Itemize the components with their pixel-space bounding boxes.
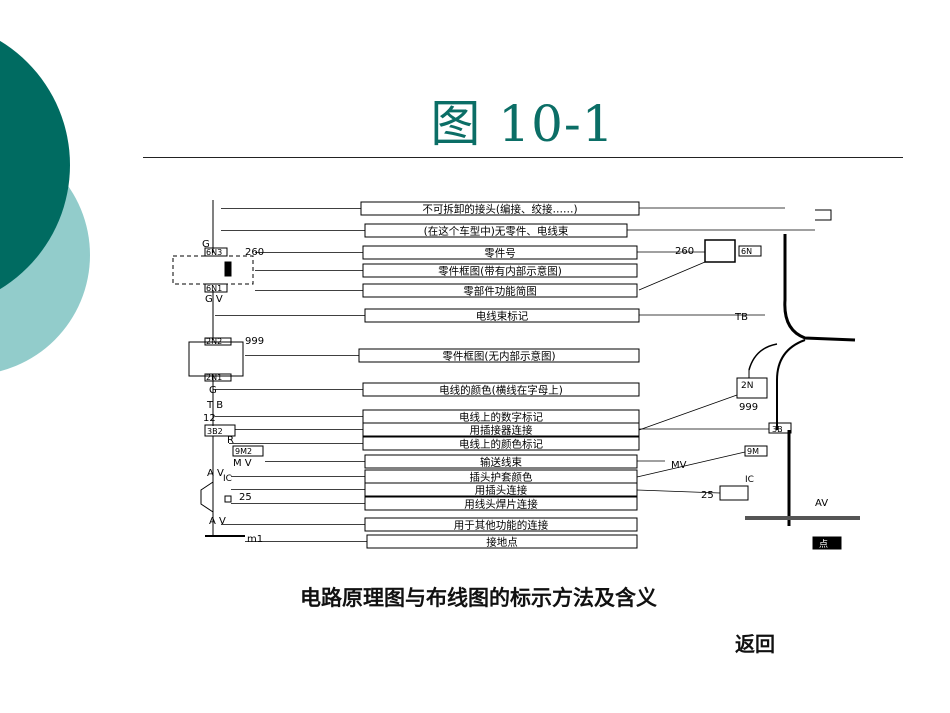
code-25-right: 25: [701, 490, 714, 501]
code-r: R: [227, 435, 234, 446]
right-connector-3b: [768, 422, 792, 434]
title-divider: [143, 157, 903, 158]
code-9m-right: 9M: [747, 447, 759, 456]
component-box-plain: [188, 341, 244, 377]
legend-label: 零件号: [484, 248, 516, 260]
legend-label: (在这个车型中)无零件、电线束: [424, 225, 569, 238]
connector-6n3: [204, 247, 228, 257]
right-open-connector: [815, 209, 832, 221]
code-g-2: G: [209, 385, 217, 396]
code-25-left: 25: [239, 492, 252, 503]
legend-label: 用插接器连接: [470, 424, 533, 437]
connector-2n1: [204, 373, 232, 382]
right-connector-6n: [738, 245, 762, 257]
ground-point-box: [812, 536, 842, 550]
connector-3b2: [204, 424, 236, 437]
switch-symbol: [224, 261, 232, 277]
legend-label: 电线上的数字标记: [459, 411, 543, 424]
legend-label: 接地点: [486, 536, 518, 549]
code-999-right: 999: [739, 402, 758, 413]
code-2n-right: 2N: [741, 381, 753, 391]
connector-2n2: [204, 337, 232, 346]
horn-symbol: [200, 481, 214, 513]
code-2n2: 2N2: [206, 337, 222, 346]
code-12: 12: [203, 413, 216, 424]
legend-label: 用插头连接: [475, 484, 528, 497]
right-component-260: [704, 239, 736, 263]
legend-label: 用于其他功能的连接: [454, 519, 549, 532]
legend-label: 插头护套颜色: [470, 471, 533, 484]
code-3b2: 3B2: [207, 427, 223, 436]
code-999-left: 999: [245, 336, 264, 347]
right-harness-top: [783, 234, 856, 342]
code-g-top: G: [202, 239, 210, 250]
leader-line-right: [638, 261, 706, 291]
code-2n1: 2N1: [206, 373, 222, 382]
leader-line-right: [638, 394, 738, 431]
right-connector-9m: [744, 445, 768, 457]
code-6n1: 6N1: [206, 284, 222, 293]
legend-label: 不可拆卸的接头(编接、绞接……): [422, 203, 577, 216]
solder-lug: [224, 495, 232, 503]
legend-label: 零部件功能简图: [463, 285, 537, 298]
legend-label: 电线上的颜色标记: [459, 438, 543, 451]
code-av-1: A V: [207, 468, 224, 479]
code-tb-left: T B: [206, 400, 223, 411]
code-260-left: 260: [245, 247, 264, 258]
code-9m2: 9M2: [235, 447, 252, 456]
connector-9m2: [232, 445, 264, 457]
code-3b-right: 3B: [772, 425, 783, 434]
code-mv-right: MV: [671, 460, 687, 471]
right-horn-box: [719, 485, 749, 501]
right-harness-branch: [748, 343, 778, 371]
legend-label: 输送线束: [480, 456, 522, 469]
code-gv: G V: [205, 294, 223, 305]
back-link[interactable]: 返回: [735, 632, 775, 656]
code-mv-left: M V: [233, 458, 252, 469]
leader-line-right: [636, 451, 746, 478]
component-dashed-box: [172, 255, 254, 285]
diagram-caption: 电路原理图与布线图的标示方法及含义: [300, 586, 657, 610]
slide-title: 图 10-1: [430, 95, 615, 153]
decorative-circles: [0, 40, 90, 372]
leader-line-right: [636, 489, 721, 494]
code-tb-right: TB: [734, 312, 748, 323]
right-harness-bend: [776, 339, 806, 430]
dark-teal-circle: [0, 40, 70, 290]
ground-point-label: 点: [819, 539, 828, 550]
wiring-diagram: G 6N3 260 6N1 G V 2N2 999 2N1 G T B 12 3…: [172, 200, 860, 550]
code-6n-right: 6N: [741, 247, 752, 256]
code-av-2: A V: [209, 516, 226, 527]
legend-label: 电线束标记: [476, 310, 529, 323]
code-m1: m1: [247, 534, 263, 545]
right-component-2n: [736, 377, 768, 399]
legend-label: 零件框图(无内部示意图): [442, 350, 555, 363]
code-av-right: AV: [815, 498, 828, 509]
code-ic-right: IC: [745, 475, 754, 485]
code-ic-left: IC: [223, 474, 232, 484]
legend-label: 用线头焊片连接: [464, 498, 538, 511]
legend-label: 电线的颜色(横线在字母上): [439, 384, 563, 397]
code-260-right: 260: [675, 246, 694, 257]
legend-label: 零件框图(带有内部示意图): [438, 265, 562, 278]
connector-6n1: [204, 283, 228, 293]
code-6n3: 6N3: [206, 248, 222, 257]
